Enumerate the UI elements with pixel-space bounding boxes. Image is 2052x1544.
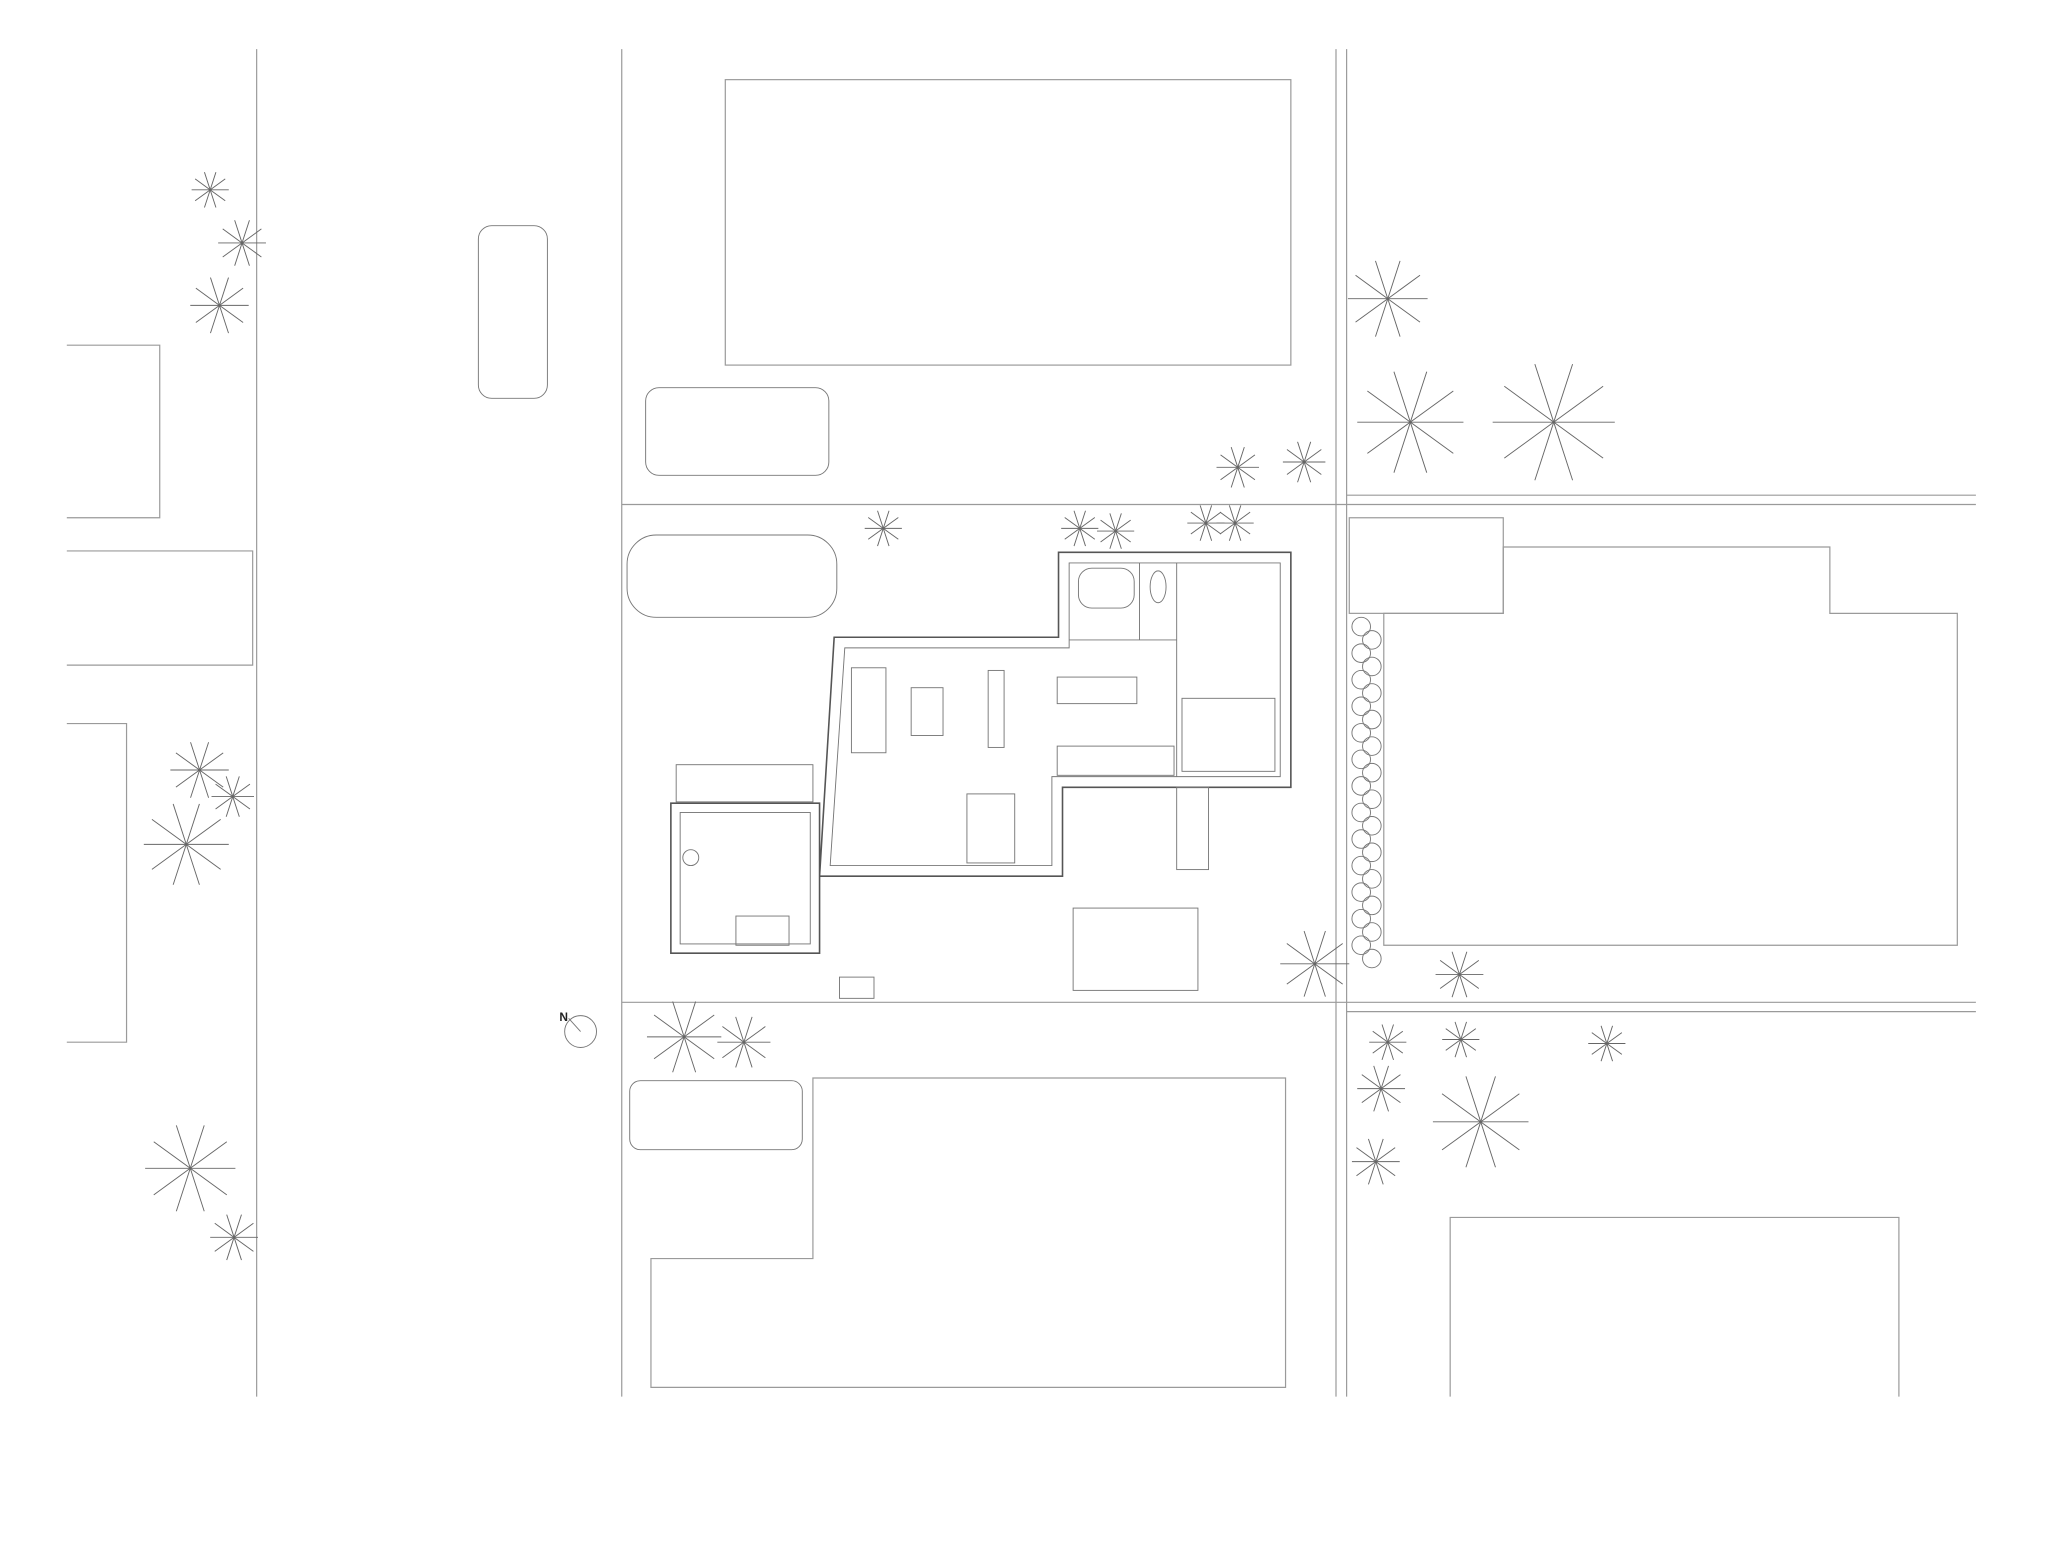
- shrub-icon: [1362, 789, 1382, 809]
- shrub-icon: [1351, 802, 1371, 823]
- tree-icon: [170, 742, 229, 798]
- tree-icon: [1369, 1024, 1407, 1060]
- shrub-icon: [1362, 948, 1382, 969]
- shrub-icon: [1351, 935, 1371, 956]
- shrub-icon: [1351, 882, 1371, 902]
- tree-icon: [210, 1214, 258, 1261]
- tree-icon: [1588, 1025, 1626, 1062]
- shrub-icon: [1351, 616, 1371, 637]
- shrub-icon: [1351, 723, 1371, 743]
- tree-icon: [145, 1125, 236, 1212]
- tree-icon: [1442, 1021, 1480, 1058]
- tree-icon: [864, 510, 902, 547]
- tree-icon: [1357, 371, 1464, 473]
- house-floor-plan: [670, 551, 1292, 999]
- shrub-icon: [1362, 630, 1382, 650]
- north-arrow: N: [559, 1010, 597, 1048]
- shrub-icon: [1351, 855, 1371, 876]
- shrub-icon: [1362, 709, 1382, 730]
- tree-icon: [1097, 513, 1135, 549]
- tree-icon: [1435, 951, 1484, 998]
- tree-icon: [190, 277, 249, 334]
- tree-icon: [1061, 510, 1099, 547]
- tree-icon: [1351, 1138, 1400, 1185]
- cars: [477, 225, 838, 1151]
- tree-icon: [1432, 1076, 1529, 1168]
- shrub-icon: [1362, 816, 1382, 836]
- shrub-icon: [1351, 908, 1371, 929]
- shrub-icon: [1362, 869, 1382, 889]
- tree-icon: [143, 803, 229, 885]
- shrub-icon: [1351, 643, 1371, 663]
- shrub-icon: [1362, 922, 1382, 942]
- tree-icon: [218, 220, 266, 266]
- tree-icon: [1347, 260, 1428, 337]
- tree-icon: [1216, 446, 1259, 488]
- shrub-icon: [1351, 696, 1371, 717]
- property-lines: [256, 49, 1976, 1397]
- shrub-icon: [1362, 683, 1382, 703]
- tree-icon: [1216, 505, 1254, 541]
- shrub-icon: [1351, 669, 1371, 690]
- tree-icon: [1282, 441, 1326, 483]
- shrub-icon: [1351, 749, 1371, 770]
- tree-icon: [717, 1016, 771, 1068]
- shrub-icon: [1362, 895, 1382, 916]
- shrub-icon: [1362, 842, 1382, 863]
- tree-icon: [191, 172, 229, 208]
- neighbor-buildings: [66, 79, 1958, 1397]
- shrub-icon: [1362, 736, 1382, 756]
- tree-icon: [646, 1001, 722, 1073]
- shrub-icon: [1362, 762, 1382, 783]
- tree-icon: [1492, 363, 1615, 481]
- shrub-icon: [1351, 776, 1371, 796]
- north-label: N: [559, 1010, 568, 1024]
- shrub-icon: [1351, 829, 1371, 849]
- shrub-icon: [1362, 656, 1382, 677]
- tree-icon: [1357, 1065, 1406, 1112]
- trees: [143, 172, 1626, 1261]
- tree-icon: [1280, 930, 1350, 997]
- tree-icon: [211, 776, 254, 817]
